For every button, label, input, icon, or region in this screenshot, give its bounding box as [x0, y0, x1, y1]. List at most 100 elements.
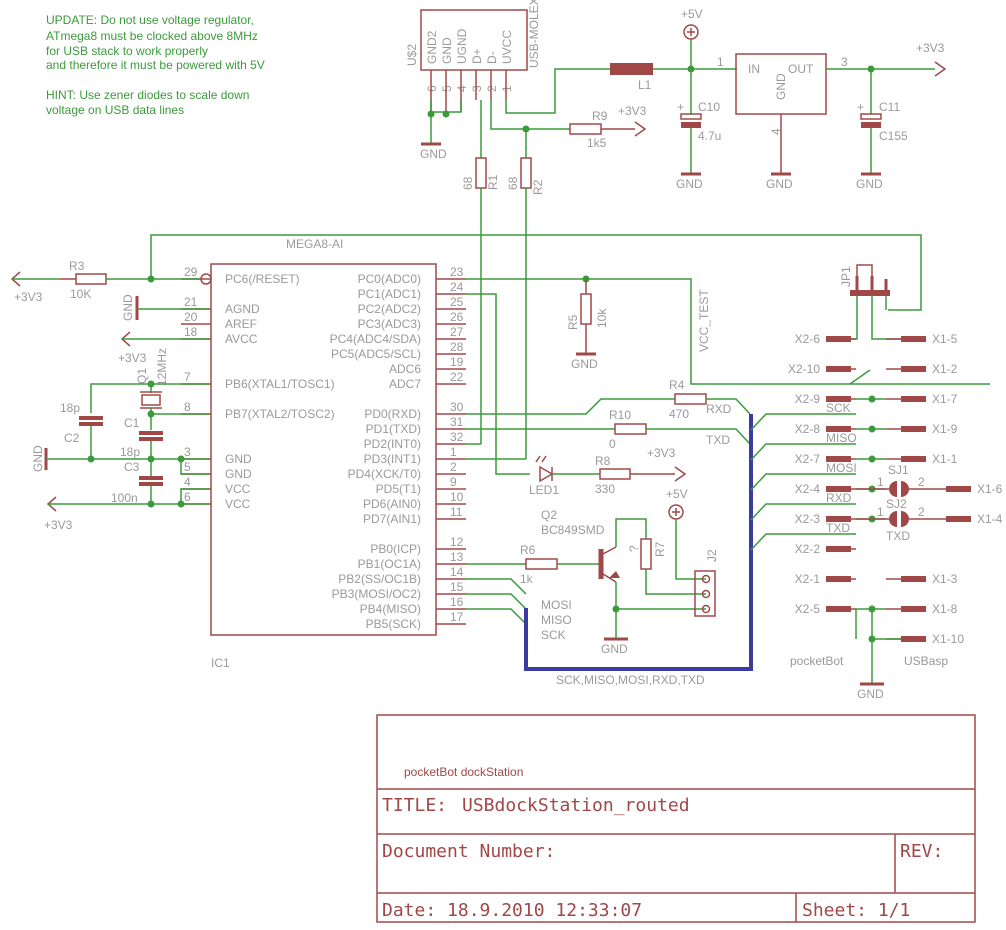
pin-number: 9 — [450, 475, 457, 489]
svg-text:1k: 1k — [520, 572, 534, 586]
svg-text:100n: 100n — [111, 491, 138, 505]
svg-text:GND: GND — [766, 177, 793, 191]
svg-text:+5V: +5V — [666, 487, 688, 501]
svg-text:MOSI: MOSI — [541, 598, 572, 612]
svg-text:GND: GND — [121, 294, 135, 321]
pin-name: PB1(OC1A) — [358, 557, 421, 571]
svg-text:R7: R7 — [653, 541, 667, 557]
connector-pad — [826, 486, 851, 492]
svg-text:TITLE:: TITLE: — [382, 795, 447, 816]
pin-number: 20 — [184, 310, 198, 324]
svg-text:R8: R8 — [595, 454, 611, 468]
connector-pin-label: X1-8 — [932, 602, 958, 616]
pin-name: PC1(ADC1) — [358, 287, 421, 301]
pin-name: PB4(MISO) — [360, 602, 421, 616]
pin-number: 32 — [450, 430, 464, 444]
usb-pin-label: GND — [440, 37, 454, 64]
usb-pin-label: UVCC — [500, 30, 514, 64]
pin-number: 4 — [184, 475, 191, 489]
svg-text:REV:: REV: — [900, 841, 943, 862]
svg-text:10k: 10k — [595, 308, 609, 328]
svg-text:Document Number:: Document Number: — [382, 841, 555, 862]
pin-name: PD6(AIN0) — [363, 497, 421, 511]
svg-text:SJ1: SJ1 — [888, 463, 909, 477]
power-section: L1 +5V + C10 4.7u GND IN OUT GND 1 3 4 G… — [505, 7, 947, 191]
connector-pad — [901, 366, 926, 372]
svg-text:BC849SMD: BC849SMD — [541, 523, 605, 537]
connector-pad — [826, 606, 851, 612]
svg-text:1: 1 — [717, 55, 724, 69]
svg-text:OUT: OUT — [788, 62, 814, 76]
usb-pin-number: 2 — [485, 85, 499, 92]
svg-text:R10: R10 — [609, 408, 631, 422]
connector-pin-label: X1-6 — [977, 482, 1003, 496]
svg-text:1: 1 — [877, 475, 884, 489]
pin-number: 27 — [450, 325, 464, 339]
svg-text:2: 2 — [918, 475, 925, 489]
usb-pin-label: UGND — [455, 28, 469, 64]
update-note: UPDATE: Do not use voltage regulator, AT… — [46, 13, 265, 117]
svg-text:R9: R9 — [592, 109, 608, 123]
pin-name: GND — [225, 452, 252, 466]
pin-name: PC0(ADC0) — [358, 272, 421, 286]
pin-number: 23 — [450, 265, 464, 279]
pin-number: 5 — [184, 460, 191, 474]
svg-text:TXD: TXD — [826, 521, 850, 535]
pin-name: PB5(SCK) — [366, 617, 421, 631]
svg-text:GND: GND — [857, 687, 884, 701]
connector-pin-label: X1-1 — [932, 452, 958, 466]
connector-pad — [901, 606, 926, 612]
pin-number: 16 — [450, 595, 464, 609]
connector-pad — [826, 516, 851, 522]
svg-text:GND: GND — [774, 73, 788, 100]
svg-text:R6: R6 — [520, 543, 536, 557]
pin-name: PD3(INT1) — [364, 452, 421, 466]
pin-name: PD7(AIN1) — [363, 512, 421, 526]
pin-name: PC3(ADC3) — [358, 317, 421, 331]
svg-text:C1: C1 — [124, 416, 140, 430]
connector-pin-label: X1-4 — [977, 512, 1003, 526]
note-line: and therefore it must be powered with 5V — [46, 58, 265, 72]
connector-pad — [826, 426, 851, 432]
connector-pad — [901, 576, 926, 582]
svg-text:3: 3 — [841, 55, 848, 69]
connector-pin-label: X2-2 — [795, 542, 821, 556]
svg-text:R4: R4 — [669, 378, 685, 392]
pin-number: 19 — [450, 355, 464, 369]
svg-text:+3V3: +3V3 — [618, 104, 647, 118]
connector-pin-label: X2-3 — [795, 512, 821, 526]
svg-text:C3: C3 — [124, 460, 140, 474]
pin-name: PB7(XTAL2/TOSC2) — [225, 407, 335, 421]
svg-text:18p: 18p — [60, 401, 80, 415]
svg-text:LED1: LED1 — [529, 483, 559, 497]
pin-number: 3 — [184, 445, 191, 459]
usb-pin-label: GND2 — [425, 30, 439, 64]
connector-pin-label: X1-2 — [932, 362, 958, 376]
pin-number: 2 — [450, 460, 457, 474]
svg-text:+: + — [857, 100, 864, 114]
svg-text:4: 4 — [769, 128, 783, 135]
svg-text:10K: 10K — [70, 287, 91, 301]
connector-pin-label: X1-10 — [932, 632, 964, 646]
pin-number: 7 — [184, 370, 191, 384]
svg-text:USB-MOLEX: USB-MOLEX — [527, 0, 541, 68]
inductor-l1 — [610, 63, 653, 75]
usb-connector: U$2 USB-MOLEX GND26GND5UGND4D+3D-2UVCC1 … — [405, 0, 541, 161]
svg-text:68: 68 — [461, 176, 475, 190]
pin-name: PB6(XTAL1/TOSC1) — [225, 377, 335, 391]
svg-text:4.7u: 4.7u — [698, 129, 721, 143]
svg-text:SCK: SCK — [826, 401, 851, 415]
svg-text:TXD: TXD — [706, 433, 730, 447]
usb-pin-number: 4 — [455, 85, 469, 92]
connector-pin-label: X2-6 — [795, 332, 821, 346]
connector-pad — [826, 576, 851, 582]
svg-text:+3V3: +3V3 — [118, 351, 147, 365]
pin-name: PB0(ICP) — [370, 542, 421, 556]
svg-text:R1: R1 — [486, 174, 500, 190]
pin-name: GND — [225, 467, 252, 481]
connector-pin-label: X2-10 — [788, 362, 820, 376]
pin-number: 8 — [184, 400, 191, 414]
svg-text:USBasp: USBasp — [904, 654, 948, 668]
svg-text:MEGA8-AI: MEGA8-AI — [286, 237, 343, 251]
